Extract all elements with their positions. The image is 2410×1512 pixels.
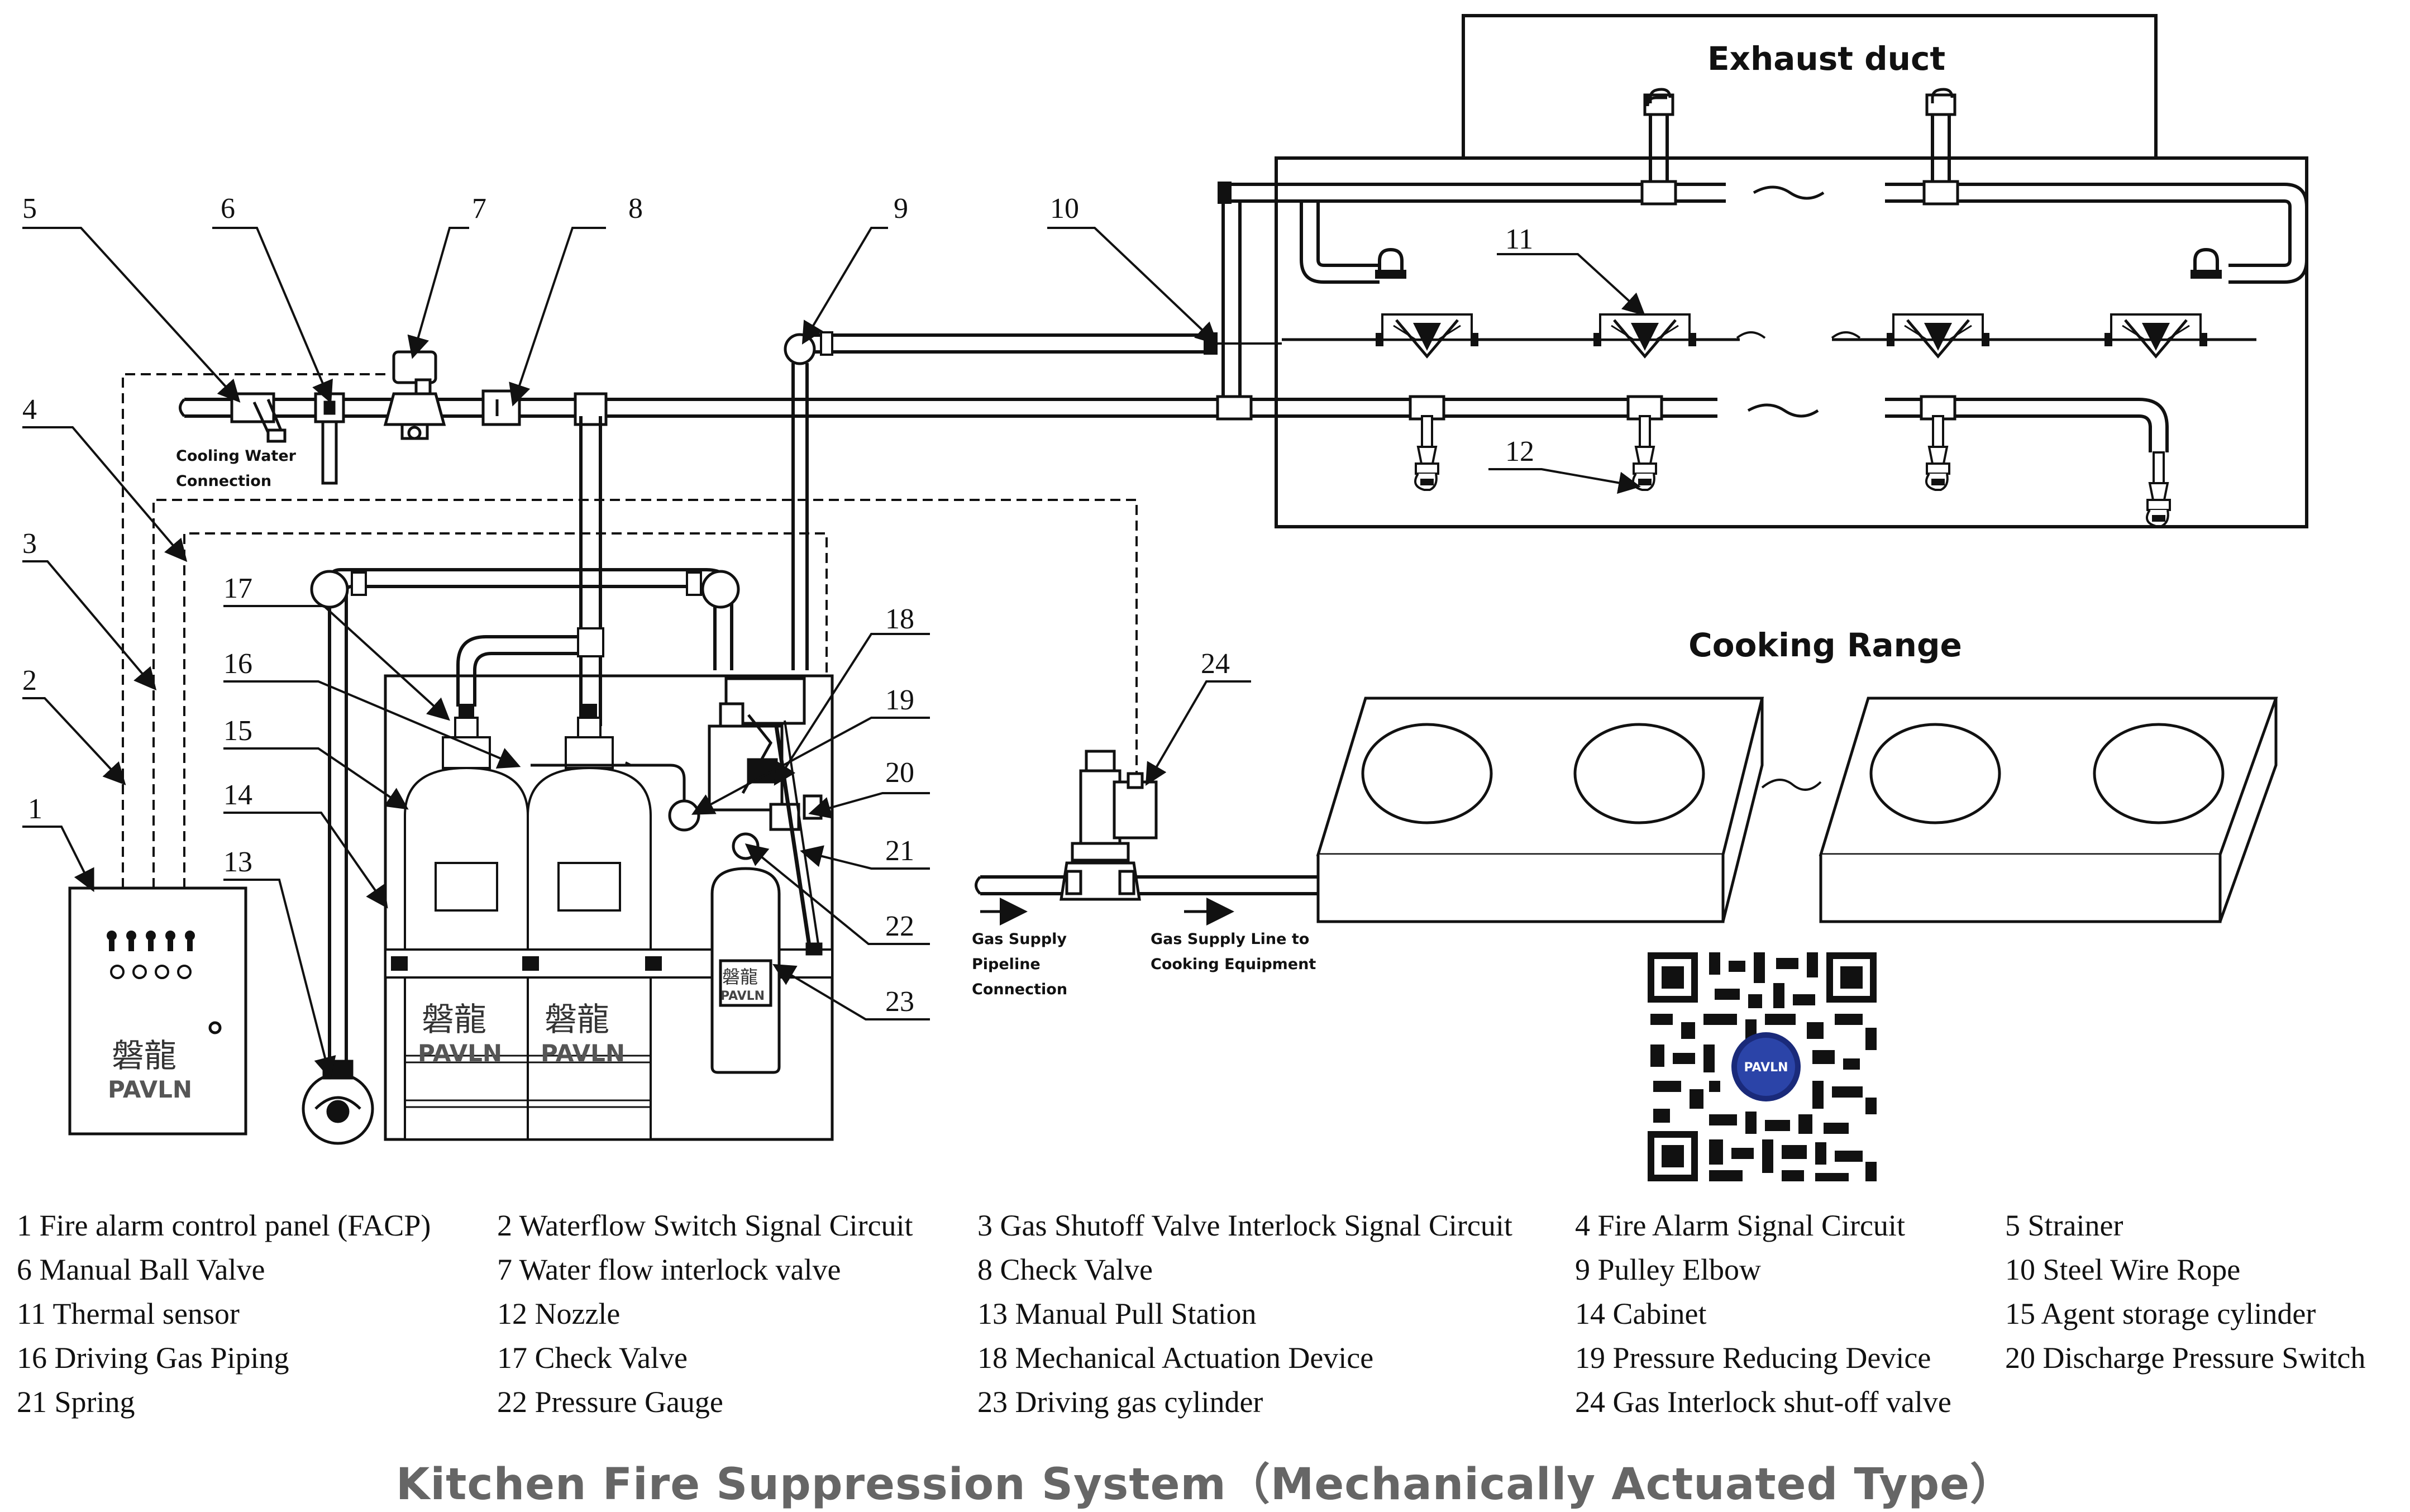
page-title: Kitchen Fire Suppression System（Mechanic…: [395, 1459, 2015, 1510]
facp-indicators: [107, 931, 195, 979]
check-valve: [481, 389, 521, 426]
driving-gas-piping: [531, 764, 686, 804]
duct-nozzle: [1643, 88, 1674, 184]
gas-supply-pipeline-label-3: Connection: [972, 981, 1067, 998]
cylinder-brand-cn-2: 磐龍: [545, 1000, 609, 1038]
legend-item: 9 Pulley Elbow: [1575, 1253, 1761, 1286]
legend-item: 8 Check Valve: [977, 1253, 1153, 1286]
legend-item: 22 Pressure Gauge: [497, 1385, 723, 1419]
exhaust-duct-label: Exhaust duct: [1707, 40, 1945, 78]
water-flow-interlock-valve: [383, 350, 446, 440]
exhaust-duct-box: [1462, 14, 2158, 160]
qr-code: [1645, 950, 1879, 1184]
cooking-range-label: Cooking Range: [1688, 626, 1962, 664]
cooking-range: [1316, 697, 2278, 923]
callout-5: 5: [22, 193, 37, 225]
legend-item: 24 Gas Interlock shut-off valve: [1575, 1385, 1951, 1419]
callout-22: 22: [885, 910, 914, 942]
duct-nozzle: [1925, 88, 1956, 184]
callout-19: 19: [885, 684, 914, 716]
legend-item: 21 Spring: [17, 1385, 135, 1419]
legend-item: 1 Fire alarm control panel (FACP): [17, 1209, 431, 1242]
hood-riser: [1221, 183, 1242, 399]
break-mark: [1753, 185, 1825, 200]
callout-15: 15: [223, 715, 252, 747]
callout-numbers: 5 6 7 8 9 10 11 12 4 3 2 1 13 14 15 16 1…: [22, 193, 1534, 1018]
legend-item: 12 Nozzle: [497, 1297, 621, 1330]
manual-ball-valve: [314, 392, 345, 485]
legend-item: 17 Check Valve: [497, 1341, 688, 1375]
callout-20: 20: [885, 757, 914, 789]
callout-18: 18: [885, 603, 914, 635]
callout-4: 4: [22, 394, 37, 426]
legend-item: 5 Strainer: [2005, 1209, 2123, 1242]
gas-supply-line-label: Gas Supply Line to: [1151, 931, 1309, 948]
callout-13: 13: [223, 846, 252, 878]
cylinder-brand-cn: 磐龍: [422, 1000, 486, 1038]
sensor-line: [1282, 314, 2256, 356]
component-legend: 1 Fire alarm control panel (FACP) 2 Water…: [17, 1204, 2396, 1424]
callout-10: 10: [1050, 193, 1079, 225]
callout-16: 16: [223, 648, 252, 680]
legend-item: 6 Manual Ball Valve: [17, 1253, 265, 1286]
callout-14: 14: [223, 779, 252, 811]
gas-interlock-shutoff-valve: [1060, 750, 1158, 901]
strainer: [230, 392, 287, 443]
callout-8: 8: [628, 193, 643, 225]
legend-item: 18 Mechanical Actuation Device: [977, 1341, 1374, 1375]
cooling-water-label-2: Connection: [176, 473, 271, 490]
legend-item: 23 Driving gas cylinder: [977, 1385, 1263, 1419]
callout-24: 24: [1201, 648, 1230, 680]
leader-lines: [22, 227, 1645, 1080]
driving-gas-cylinder: [710, 867, 781, 1074]
legend-item: 19 Pressure Reducing Device: [1575, 1341, 1931, 1375]
legend-item: 4 Fire Alarm Signal Circuit: [1575, 1209, 1905, 1242]
hood-box: [1275, 156, 2308, 528]
callout-9: 9: [894, 193, 908, 225]
legend-item: 14 Cabinet: [1575, 1297, 1707, 1330]
gas-pipe: [980, 875, 1318, 895]
facp-panel: [68, 886, 247, 1136]
legend-item: 10 Steel Wire Rope: [2005, 1253, 2241, 1286]
legend-item: 15 Agent storage cylinder: [2005, 1297, 2316, 1330]
callout-11: 11: [1505, 223, 1533, 255]
drive-cylinder-brand-cn: 磐龍: [722, 966, 758, 988]
wire-rope-conduit: [804, 333, 1282, 354]
callout-6: 6: [221, 193, 235, 225]
gas-supply-line-label-2: Cooking Equipment: [1151, 956, 1316, 973]
callout-23: 23: [885, 986, 914, 1018]
facp-brand-en: PAVLN: [108, 1076, 192, 1103]
callout-21: 21: [885, 835, 914, 867]
qr-logo: PAVLN: [1744, 1061, 1788, 1075]
callout-1: 1: [28, 793, 42, 825]
callout-3: 3: [22, 528, 37, 560]
legend-item: 7 Water flow interlock valve: [497, 1253, 841, 1286]
pulley-elbow: [784, 333, 816, 670]
legend-item: 16 Driving Gas Piping: [17, 1341, 289, 1375]
legend-item: 13 Manual Pull Station: [977, 1297, 1257, 1330]
gas-supply-pipeline-label-2: Pipeline: [972, 956, 1041, 973]
callout-17: 17: [223, 573, 252, 604]
callout-2: 2: [22, 665, 37, 697]
cooling-water-label: Cooling Water: [176, 447, 297, 465]
mechanical-actuation-device: [668, 677, 823, 956]
cylinder-brand-en: PAVLN: [418, 1039, 502, 1067]
callout-7: 7: [472, 193, 486, 225]
pressure-gauge: [732, 832, 760, 860]
legend-item: 3 Gas Shutoff Valve Interlock Signal Cir…: [977, 1209, 1512, 1242]
callout-12: 12: [1505, 436, 1534, 468]
legend-item: 20 Discharge Pressure Switch: [2005, 1341, 2366, 1375]
legend-item: 11 Thermal sensor: [17, 1297, 240, 1330]
gas-supply-pipeline-label: Gas Supply: [972, 931, 1067, 948]
manual-pull-station: [302, 1060, 374, 1145]
facp-brand-cn: 磐龍: [112, 1037, 176, 1075]
drive-cylinder-brand-en: PAVLN: [720, 989, 765, 1003]
signal-circuits: [122, 373, 1138, 888]
cylinder-brand-en-2: PAVLN: [541, 1039, 625, 1067]
main-pipe: [184, 398, 1240, 418]
legend-item: 2 Waterflow Switch Signal Circuit: [497, 1209, 913, 1242]
